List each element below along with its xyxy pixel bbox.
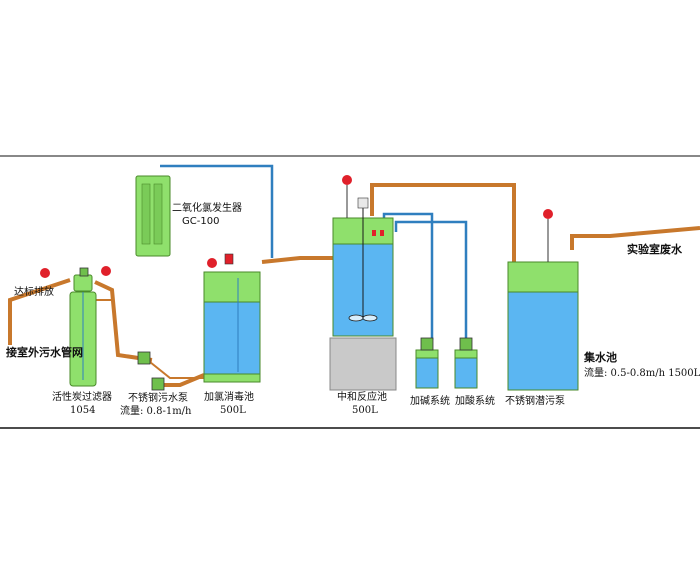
label-lab-wastewater: 实验室废水 xyxy=(627,243,682,256)
alkali-tank xyxy=(415,337,439,389)
clo2-dosing-pipe xyxy=(160,164,274,258)
label-sub-pump: 不锈钢潜污泵 xyxy=(505,396,565,407)
acid-tank-top xyxy=(454,349,478,359)
disinfect-tank-bottom xyxy=(203,373,261,383)
disinfect-tank xyxy=(203,253,261,383)
pump-body-2 xyxy=(151,377,165,391)
label-acid-system: 加酸系统 xyxy=(455,396,495,407)
acid-dosing-pipe xyxy=(394,220,468,340)
discharge-pipe xyxy=(8,278,71,345)
carbon-filter-head xyxy=(73,274,93,292)
disinfect-tank-water xyxy=(203,301,261,375)
thin-pipes xyxy=(96,299,204,379)
alkali-tank-water xyxy=(415,357,439,389)
filter-valve xyxy=(79,267,89,277)
label-disinfect-volume: 500L xyxy=(220,405,246,416)
acid-pump xyxy=(459,337,473,351)
alkali-tank-top xyxy=(415,349,439,359)
disinfect-tank-top xyxy=(203,271,261,303)
acid-tank xyxy=(454,337,478,389)
label-discharge: 达标排放 xyxy=(14,287,54,298)
label-pump1-name: 不锈钢污水泵 xyxy=(128,393,188,404)
label-pump1-flow: 流量: 0.8-1m/h xyxy=(120,406,192,417)
label-carbon-filter: 活性炭过滤器 xyxy=(52,392,112,403)
clo2-generator-body xyxy=(135,175,171,257)
label-clo2-model: GC-100 xyxy=(182,216,220,227)
acid-tank-water xyxy=(454,357,478,389)
clo2-generator xyxy=(135,175,171,257)
neutral-tank xyxy=(329,175,397,391)
disinfect-gauge xyxy=(207,258,217,268)
label-collect-tank: 集水池 xyxy=(584,351,617,364)
neutral-probe-1 xyxy=(372,230,376,236)
disinfect-dosing-head xyxy=(224,253,234,265)
sewage-pump xyxy=(137,351,165,391)
label-disinfect-tank: 加氯消毒池 xyxy=(204,392,254,403)
pump-to-filter-pipe xyxy=(94,280,153,362)
collect-tank-top xyxy=(507,261,579,293)
collect-gauge xyxy=(543,209,553,219)
neutral-to-disinfect-pipe xyxy=(261,256,333,264)
filter-gauge-red xyxy=(40,268,50,278)
pump-body-1 xyxy=(137,351,151,365)
collect-to-neutral-pipe xyxy=(370,183,516,262)
carbon-filter xyxy=(40,266,111,387)
filter-gauge-red-2 xyxy=(101,266,111,276)
alkali-pump xyxy=(420,337,434,351)
label-carbon-filter-model: 1054 xyxy=(70,405,96,416)
label-alkali-system: 加碱系统 xyxy=(410,396,450,407)
agitator-blade-right xyxy=(362,314,378,322)
label-neutral-volume: 500L xyxy=(352,405,378,416)
neutral-gauge xyxy=(342,175,352,185)
lab-inlet-pipe xyxy=(570,226,700,250)
pump-inlet-pipe xyxy=(149,361,204,379)
label-outdoor-sewer: 接室外污水管网 xyxy=(6,346,83,359)
label-clo2-generator: 二氧化氯发生器 xyxy=(172,203,242,214)
neutral-probe-2 xyxy=(380,230,384,236)
agitator-motor xyxy=(357,197,369,209)
disinfect-to-pump-pipe xyxy=(158,373,205,387)
neutral-tank-base xyxy=(329,337,397,391)
collect-tank-water xyxy=(507,291,579,391)
agitator-blade-left xyxy=(348,314,364,322)
label-neutral-tank: 中和反应池 xyxy=(337,392,387,403)
collect-tank xyxy=(507,209,579,391)
label-collect-flow: 流量: 0.5-0.8m/h 1500L xyxy=(584,368,700,379)
clo2-generator-panel-right xyxy=(153,183,163,245)
clo2-generator-panel-left xyxy=(141,183,151,245)
